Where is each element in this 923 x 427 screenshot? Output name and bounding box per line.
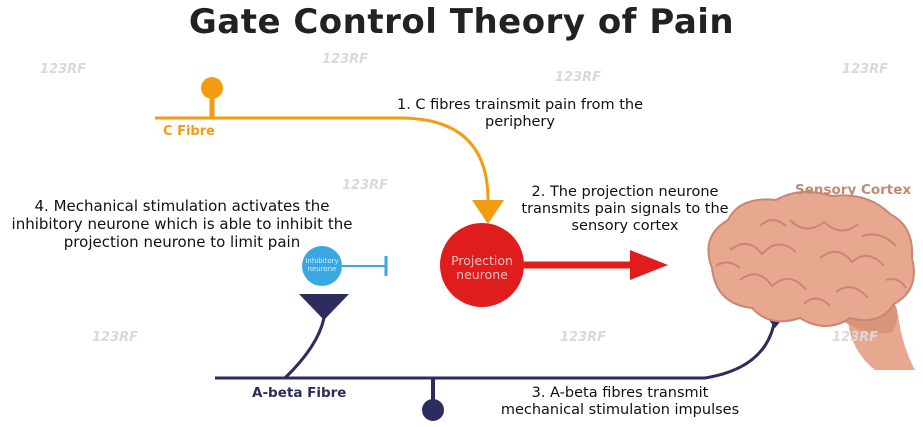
note-step-1: 1. C fibres trainsmit pain from the peri… bbox=[396, 97, 644, 130]
a-beta-synapse-left bbox=[299, 294, 349, 320]
projection-neurone-label: Projection neurone bbox=[451, 253, 513, 282]
sensory-cortex-label: Sensory Cortex bbox=[795, 182, 912, 198]
inhibitory-neurone-body bbox=[302, 246, 342, 286]
watermark: 123RF bbox=[40, 62, 87, 77]
c-fibre-axon bbox=[155, 116, 490, 201]
watermark: 123RF bbox=[322, 52, 369, 67]
page-title: Gate Control Theory of Pain bbox=[188, 2, 735, 42]
a-beta-terminal bbox=[422, 399, 444, 421]
a-beta-fibre-label: A-beta Fibre bbox=[252, 385, 347, 401]
watermark: 123RF bbox=[555, 70, 602, 85]
note-step-2: 2. The projection neurone transmits pain… bbox=[521, 184, 729, 234]
note-step-3: 3. A-beta fibres transmit mechanical sti… bbox=[500, 385, 740, 418]
watermark: 123RF bbox=[832, 330, 879, 345]
projection-arrow-head bbox=[630, 250, 668, 280]
watermark: 123RF bbox=[342, 178, 389, 193]
a-beta-branch-right bbox=[704, 317, 777, 380]
c-fibre-synapse bbox=[472, 200, 504, 224]
inhibitory-neurone-label: Inhibitory neurone bbox=[305, 257, 339, 273]
inhibitory-neurone bbox=[302, 246, 388, 286]
note-step-4: 4. Mechanical stimulation activates the … bbox=[11, 197, 353, 251]
brain-icon bbox=[707, 190, 915, 370]
c-fibre bbox=[155, 77, 504, 224]
watermark: 123RF bbox=[560, 330, 607, 345]
brain-folds bbox=[715, 219, 907, 307]
watermark: 123RF bbox=[92, 330, 139, 345]
projection-neurone bbox=[440, 223, 668, 307]
a-beta-branch-left bbox=[283, 317, 326, 380]
c-fibre-label: C Fibre bbox=[163, 124, 215, 139]
projection-neurone-body bbox=[440, 223, 524, 307]
c-fibre-terminal bbox=[201, 77, 223, 99]
watermark: 123RF bbox=[842, 62, 889, 77]
